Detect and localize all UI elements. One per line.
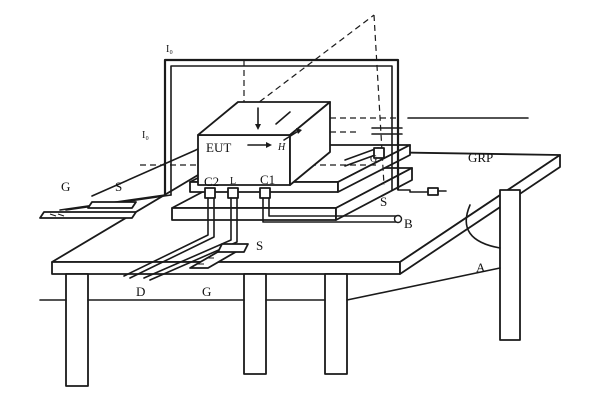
label-current-left: I₀ xyxy=(142,130,149,141)
eut-box xyxy=(197,101,331,186)
labels: EUT GRP G S S S C2 L C1 B A D G G I₀ I₀ … xyxy=(61,44,493,299)
label-point-a: A xyxy=(476,260,486,275)
table-legs xyxy=(39,189,521,387)
label-current-top: I₀ xyxy=(166,44,173,55)
left-plane-edge xyxy=(91,149,197,197)
label-support-bottom: S xyxy=(256,238,263,253)
bottom-ground-strap xyxy=(189,243,249,269)
label-support-right: S xyxy=(380,194,387,209)
label-eut: EUT xyxy=(206,140,231,155)
label-cable-c1: C1 xyxy=(260,172,275,187)
right-support-rail xyxy=(344,127,403,167)
label-cable-l: L xyxy=(230,176,236,187)
label-ground-right: G xyxy=(370,154,377,165)
cables xyxy=(123,187,403,281)
label-cable-c2: C2 xyxy=(204,174,219,189)
label-ground-bottom: G xyxy=(202,284,211,299)
label-point-d: D xyxy=(136,284,145,299)
label-grp: GRP xyxy=(468,150,493,165)
label-field-h: H xyxy=(277,142,286,153)
label-support-left: S xyxy=(115,179,122,194)
left-ground-strap xyxy=(39,201,137,219)
label-ground-left: G xyxy=(61,179,70,194)
label-point-b: B xyxy=(404,216,413,231)
